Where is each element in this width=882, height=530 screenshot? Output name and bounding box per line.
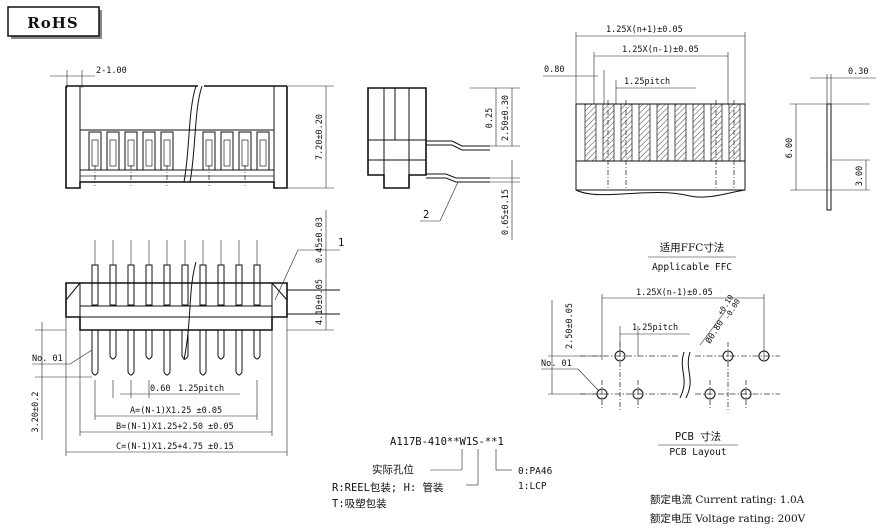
connector-side-view: 0.25 2.50±0.30 0.65±0.15 2 [367,87,520,240]
pcb-top-dim: 1.25X(n-1)±0.05 [636,288,713,298]
pcb-pitch: 1.25pitch [632,323,678,333]
callout-2: 2 [423,209,429,221]
ffc-view: 1.25X(n+1)±0.05 1.25X(n-1)±0.05 0.80 1.2… [543,25,876,273]
connector-top-view: 2-1.00 [50,66,334,189]
no01-label-bottom: No. 01 [32,354,63,364]
bottom-pitch: 1.25pitch [178,384,224,394]
ffc-title-en: Applicable FFC [652,262,732,273]
callout-1: 1 [338,237,344,249]
voltage-rating: 额定电压 Voltage rating: 200V [650,512,806,525]
pcb-title-en: PCB Layout [669,447,726,458]
ratings: 额定电流 Current rating: 1.0A 额定电压 Voltage r… [650,493,806,525]
ffc-dim-600: 6.00 [785,138,795,158]
pcb-layout-view: 1.25X(n-1)±0.05 2.50±0.05 1.25pitch Ø0.8… [541,288,780,458]
packing-1: R:REEL包装; H: 管装 [332,481,444,494]
ffc-dim-300: 3.00 [855,166,865,186]
rohs-badge: RoHS [7,6,102,39]
dim-B: B=(N-1)X1.25+2.50 ±0.05 [116,422,234,432]
dim-A: A=(N-1)X1.25 ±0.05 [130,406,222,416]
part-code: A117B-410**W1S-**1 [390,436,504,448]
dim-2x1: 2-1.00 [96,66,127,76]
dim-2-50: 2.50±0.30 [501,95,511,141]
dim-3-20: 3.20±0.2 [31,392,41,433]
material-0: 0:PA46 [518,466,553,477]
dim-7-20: 7.20±0.20 [315,114,325,160]
dim-4-10: 4.10±0.05 [315,279,325,325]
ffc-dim-030: 0.30 [848,67,868,77]
actual-positions: 实际孔位 [372,463,414,476]
part-number-legend: A117B-410**W1S-**1 实际孔位 R:REEL包装; H: 管装 … [332,436,553,510]
no01-label-pcb: No. 01 [541,359,572,369]
ffc-dim-080: 0.80 [544,65,564,75]
rohs-label: RoHS [27,14,78,32]
dim-C: C=(N-1)X1.25+4.75 ±0.15 [116,442,234,452]
ffc-pitch: 1.25pitch [624,77,670,87]
current-rating: 额定电流 Current rating: 1.0A [650,493,805,506]
material-1: 1:LCP [518,481,547,492]
pcb-hole: Ø0.80 [703,318,726,346]
pcb-title-cn: PCB 寸法 [675,430,721,443]
packing-2: T:吸塑包装 [332,497,387,510]
dim-0-45: 0.45±0.03 [315,217,325,263]
connector-bottom-view: 1 0.45±0.03 4.10±0.05 3.20±0.2 No. 01 0.… [31,210,344,456]
ffc-title-cn: 适用FFC寸法 [660,241,725,254]
dim-0-65: 0.65±0.15 [501,189,511,235]
dim-0-60: 0.60 [150,384,170,394]
ffc-inner-dim: 1.25X(n-1)±0.05 [622,45,699,55]
dim-0-25: 0.25 [485,108,495,128]
ffc-outer-dim: 1.25X(n+1)±0.05 [606,25,683,35]
pcb-left-dim: 2.50±0.05 [565,303,575,349]
